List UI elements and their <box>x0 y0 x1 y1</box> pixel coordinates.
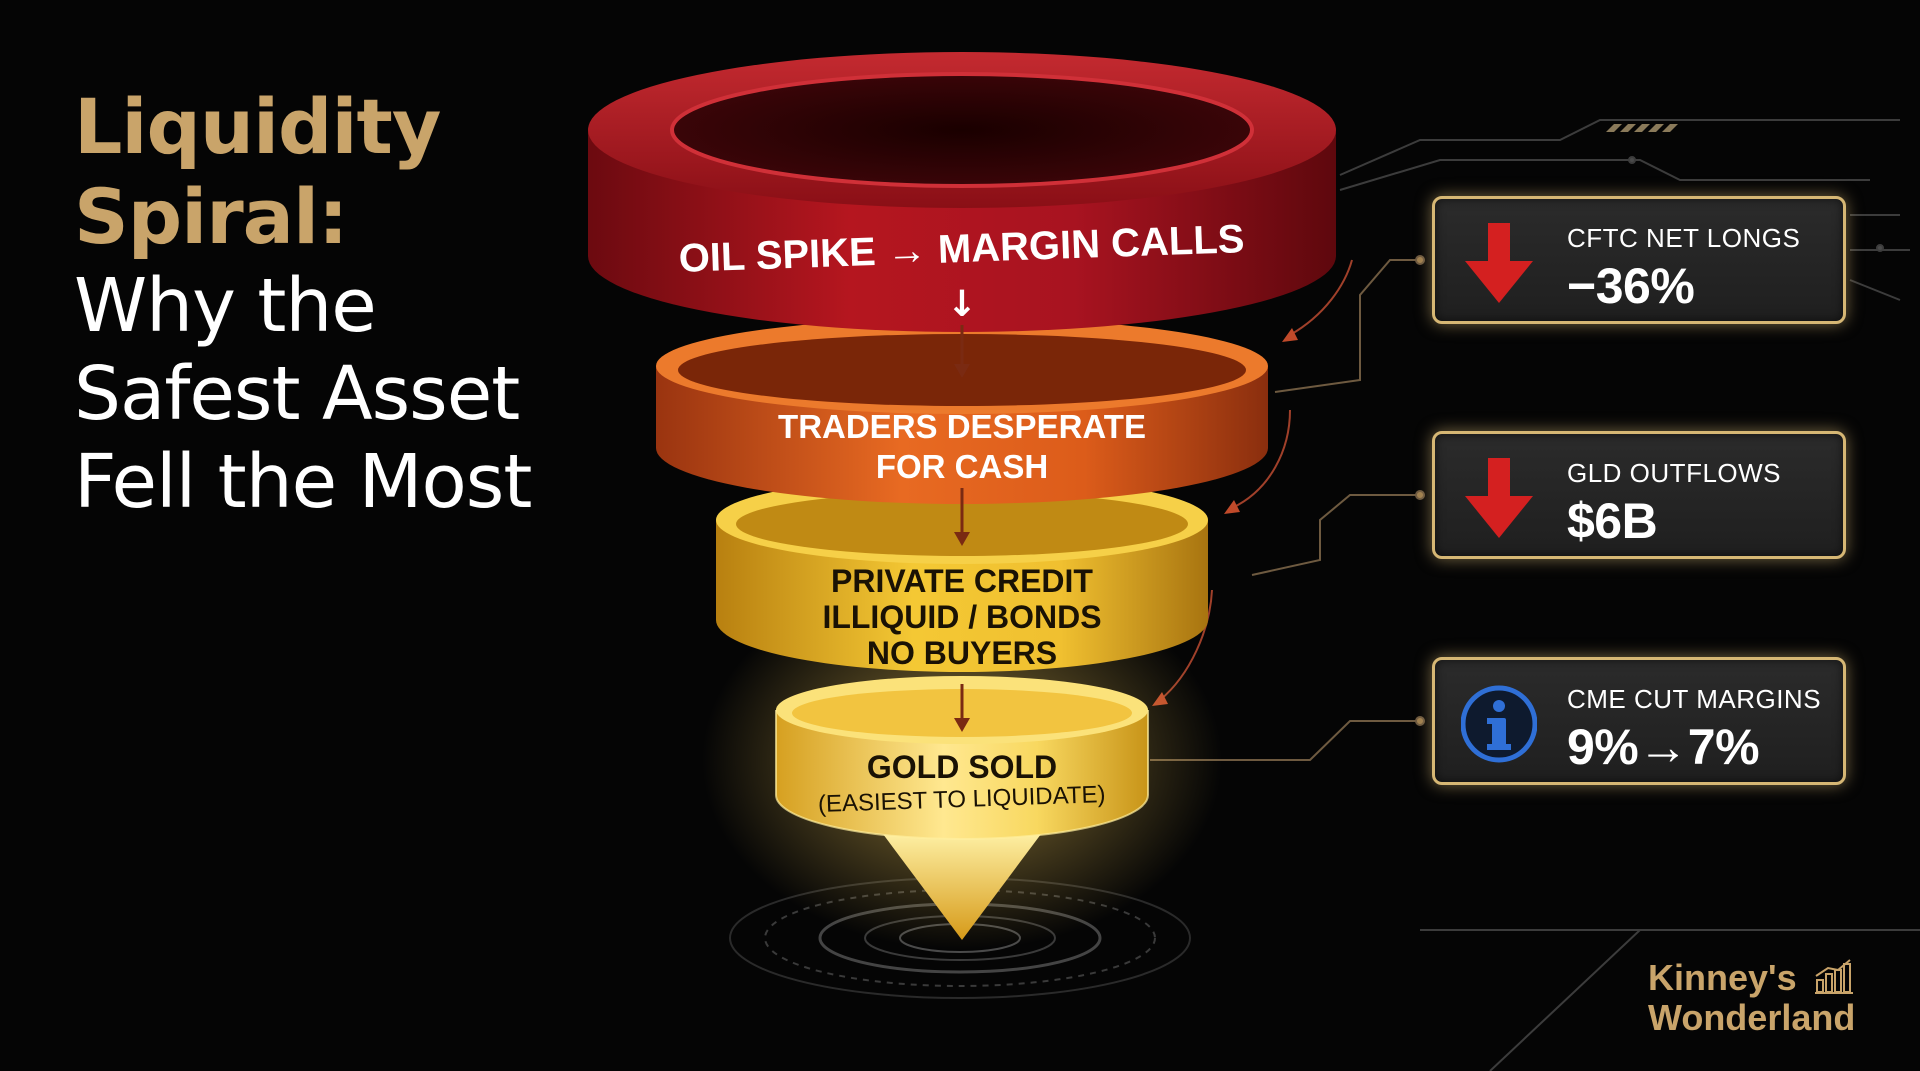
stage3-line1: PRIVATE CREDIT <box>831 563 1093 599</box>
title-line1: Liquidity <box>74 82 441 171</box>
down-arrow-icon <box>1465 458 1533 538</box>
title-line3: Why the <box>74 263 377 349</box>
funnel-stage-red <box>588 52 1336 332</box>
funnel-cone <box>880 830 1044 940</box>
brand-line1: Kinney's <box>1648 957 1797 998</box>
stat-label: GLD OUTFLOWS <box>1567 458 1782 488</box>
stage2-line1: TRADERS DESPERATE <box>778 408 1146 445</box>
down-arrow-icon <box>1465 223 1533 303</box>
title-line4: Safest Asset <box>74 351 520 437</box>
stage1-arrow: ↓ <box>947 284 977 325</box>
stat-label: CFTC NET LONGS <box>1567 223 1801 253</box>
connector-lines <box>1150 255 1425 761</box>
stat-value: $6B <box>1567 493 1658 549</box>
flow-arrow-heads <box>954 364 970 732</box>
stat-card-cftc: CFTC NET LONGS −36% <box>1432 196 1846 324</box>
stat-card-cme: CME CUT MARGINS 9%→7% <box>1432 657 1846 785</box>
stage2-line2: FOR CASH <box>876 448 1048 485</box>
brand-logo: Kinney's Wonderland <box>1648 958 1908 1038</box>
stat-label: CME CUT MARGINS <box>1567 684 1822 714</box>
info-icon <box>1461 685 1537 763</box>
stage3-line3: NO BUYERS <box>867 635 1057 671</box>
bar-chart-icon <box>1815 959 1853 994</box>
title-line2: Spiral: <box>74 172 348 261</box>
stage3-line2: ILLIQUID / BONDS <box>822 599 1101 635</box>
circuit-lines <box>1339 119 1920 1071</box>
stage4-line1: GOLD SOLD <box>867 749 1057 785</box>
title-line5: Fell the Most <box>74 439 532 525</box>
stat-card-gld: GLD OUTFLOWS $6B <box>1432 431 1846 559</box>
brand-line2: Wonderland <box>1648 997 1856 1038</box>
title-block: Liquidity Spiral: Why the Safest Asset F… <box>74 82 614 526</box>
stat-value: 9%→7% <box>1567 719 1760 775</box>
stat-value: −36% <box>1567 258 1695 314</box>
decorative-stripes <box>1606 124 1678 132</box>
